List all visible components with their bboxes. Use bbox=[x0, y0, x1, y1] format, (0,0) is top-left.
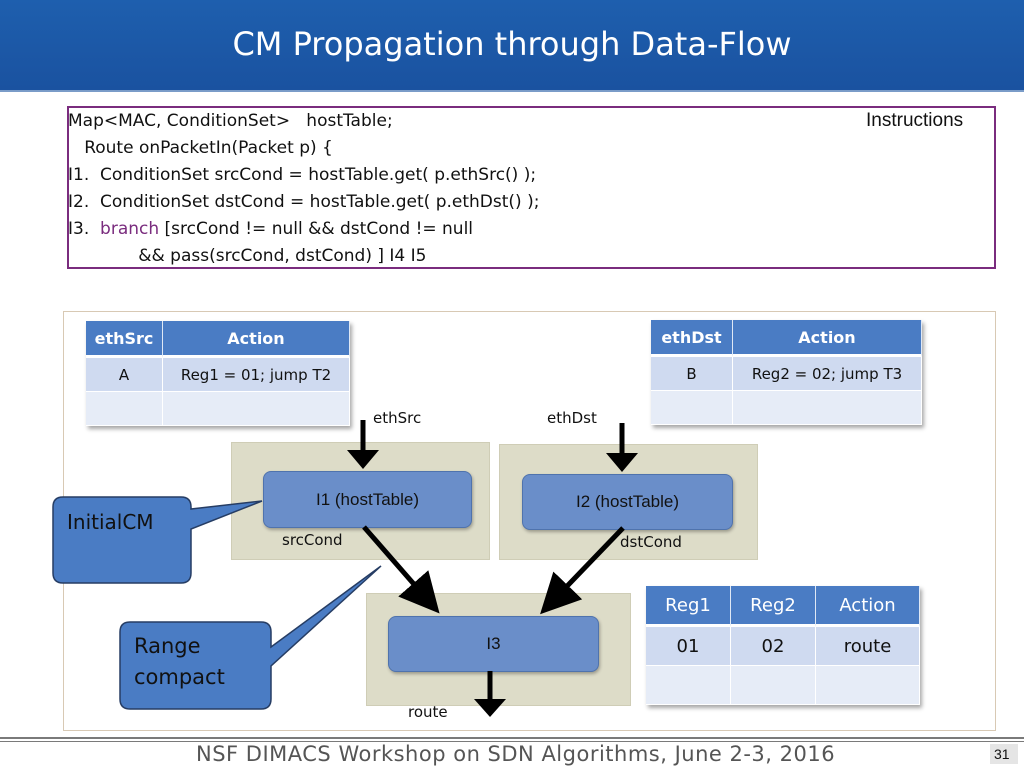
code-box bbox=[67, 106, 996, 269]
table-row: B Reg2 = 02; jump T3 bbox=[651, 357, 922, 391]
ethdst-arrow bbox=[606, 423, 638, 472]
table-row bbox=[86, 392, 350, 426]
table-cell: 02 bbox=[731, 627, 816, 666]
table-cell: route bbox=[816, 627, 920, 666]
table-cell bbox=[816, 666, 920, 705]
table-cell bbox=[646, 666, 731, 705]
branch-keyword: branch bbox=[100, 219, 160, 239]
slide-title: CM Propagation through Data-Flow bbox=[232, 25, 792, 63]
initialcm-callout-text: InitialCM bbox=[67, 510, 154, 534]
code-line-0: Map<MAC, ConditionSet> hostTable; bbox=[68, 111, 393, 131]
i2-hosttable-node: I2 (hostTable) bbox=[522, 474, 733, 530]
ethsrc-flow-label: ethSrc bbox=[373, 409, 422, 427]
table-cell: B bbox=[651, 357, 733, 391]
instructions-label: Instructions bbox=[866, 110, 964, 131]
ethsrc-table-header-1: Action bbox=[163, 321, 350, 358]
route-label: route bbox=[408, 703, 448, 721]
page-number: 31 bbox=[994, 746, 1010, 762]
code-line-1: Route onPacketIn(Packet p) { bbox=[68, 138, 333, 158]
code-line-3: I2. ConditionSet dstCond = hostTable.get… bbox=[68, 192, 540, 212]
initialcm-callout bbox=[52, 496, 263, 584]
srccond-label: srcCond bbox=[282, 531, 343, 549]
table-cell bbox=[733, 391, 922, 425]
range-compact-callout bbox=[119, 565, 382, 710]
ethdst-table: ethDst Action B Reg2 = 02; jump T3 bbox=[651, 320, 922, 425]
footer-divider-thin bbox=[0, 741, 1024, 742]
range-callout-line1: Range bbox=[134, 634, 201, 658]
ethsrc-arrow bbox=[347, 420, 379, 469]
register-table-header-0: Reg1 bbox=[646, 586, 731, 627]
range-callout-line2: compact bbox=[134, 665, 225, 689]
table-cell bbox=[86, 392, 163, 426]
table-cell: 01 bbox=[646, 627, 731, 666]
table-row: 01 02 route bbox=[646, 627, 920, 666]
page-number-background bbox=[990, 744, 1018, 764]
table-cell: Reg2 = 02; jump T3 bbox=[733, 357, 922, 391]
code-line-4: I3. branch [srcCond != null && dstCond !… bbox=[68, 219, 473, 239]
register-table-header-2: Action bbox=[816, 586, 920, 627]
table-row: A Reg1 = 01; jump T2 bbox=[86, 358, 350, 392]
table-cell: A bbox=[86, 358, 163, 392]
register-table-header-1: Reg2 bbox=[731, 586, 816, 627]
table-cell bbox=[731, 666, 816, 705]
i1-hosttable-node: I1 (hostTable) bbox=[263, 471, 472, 528]
ethsrc-table-header-0: ethSrc bbox=[86, 321, 163, 358]
ethsrc-table: ethSrc Action A Reg1 = 01; jump T2 bbox=[86, 321, 350, 426]
table-cell: Reg1 = 01; jump T2 bbox=[163, 358, 350, 392]
dstcond-to-i3-arrow bbox=[540, 526, 625, 615]
ethdst-flow-label: ethDst bbox=[547, 409, 597, 427]
table-row bbox=[651, 391, 922, 425]
table-row bbox=[646, 666, 920, 705]
title-bar bbox=[0, 0, 1024, 92]
i3-node: I3 bbox=[388, 616, 599, 672]
table-cell bbox=[651, 391, 733, 425]
table-cell bbox=[163, 392, 350, 426]
footer-divider bbox=[0, 737, 1024, 739]
code-line-2: I1. ConditionSet srcCond = hostTable.get… bbox=[68, 165, 537, 185]
code-line-4-rest: [srcCond != null && dstCond != null bbox=[159, 219, 474, 239]
dstcond-label: dstCond bbox=[620, 533, 682, 551]
ethdst-table-header-0: ethDst bbox=[651, 320, 733, 357]
footer-text: NSF DIMACS Workshop on SDN Algorithms, J… bbox=[196, 742, 836, 766]
route-arrow bbox=[474, 671, 506, 717]
ethdst-table-header-1: Action bbox=[733, 320, 922, 357]
code-line-5: && pass(srcCond, dstCond) ] I4 I5 bbox=[68, 246, 427, 266]
code-line-4-prefix: I3. bbox=[68, 219, 101, 239]
srccond-to-i3-arrow bbox=[362, 525, 440, 614]
register-table: Reg1 Reg2 Action 01 02 route bbox=[646, 586, 920, 705]
